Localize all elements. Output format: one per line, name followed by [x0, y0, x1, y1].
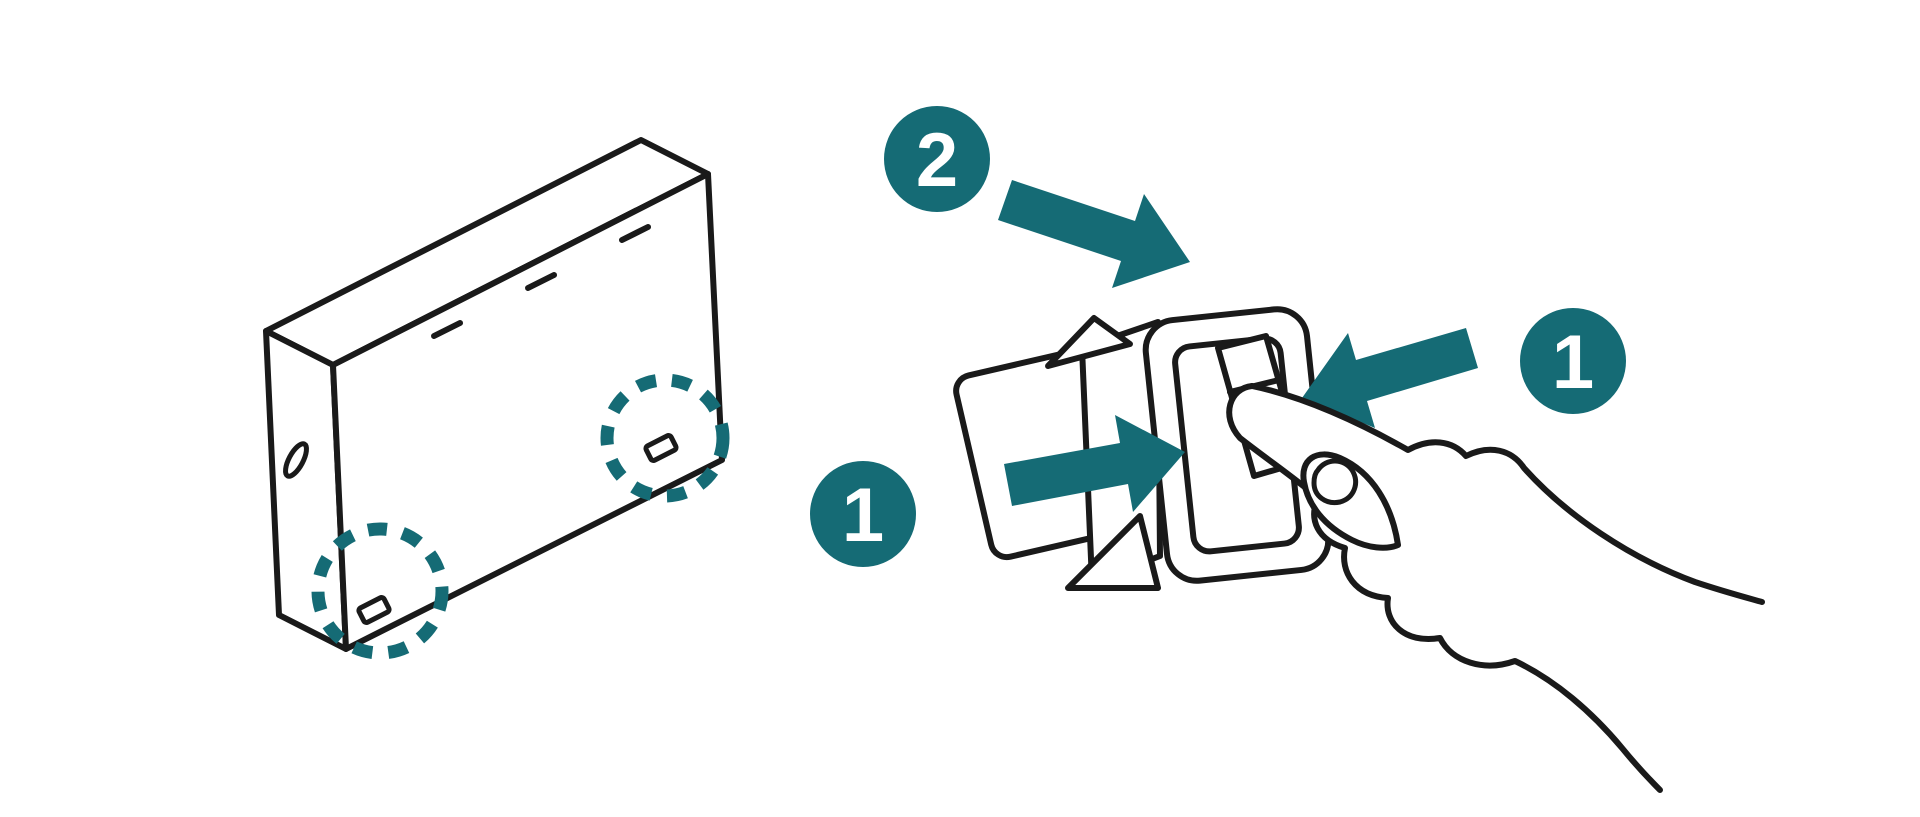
step-arrows	[998, 180, 1478, 512]
hand-top-outline	[1249, 383, 1765, 605]
step1-badge-left-circle	[810, 461, 916, 567]
step2-badge-circle	[884, 106, 990, 212]
box-seam-tick-3	[619, 224, 651, 243]
latch-closeup-illustration	[953, 306, 1332, 591]
packaging-box-illustration	[263, 137, 730, 660]
step2-badge: 2	[884, 106, 990, 212]
box-seam-tick-2	[525, 272, 557, 291]
cardboard-flap-top-corner	[1045, 315, 1133, 369]
step1-badge-left: 1	[810, 461, 916, 567]
box-seam-tick-1	[431, 320, 463, 339]
step2-badge-label: 2	[916, 118, 958, 203]
step2-slide-arrow	[998, 180, 1190, 288]
box-front-face	[330, 171, 725, 652]
box-latch-slot-right	[643, 433, 679, 463]
hand-illustration	[1226, 383, 1765, 793]
step1-badge-right: 1	[1520, 308, 1626, 414]
box-handle-slot	[283, 441, 309, 479]
hand-bottom-outline	[1226, 383, 1663, 793]
cardboard-flap-bottom-corner	[1065, 513, 1161, 591]
box-latch-slot-left	[356, 595, 392, 625]
latch-highlight-ring-right	[600, 373, 730, 503]
step1-press-arrow-left	[1004, 415, 1185, 512]
hand-silhouette	[1229, 386, 1762, 790]
latch-highlight-ring-left	[311, 522, 449, 660]
thumb-nail	[1311, 458, 1358, 506]
step1-badge-right-label: 1	[1552, 320, 1594, 405]
step1-badge-left-label: 1	[842, 473, 884, 558]
step1-badge-right-circle	[1520, 308, 1626, 414]
step-badges: 2 1 1	[810, 106, 1626, 567]
step1-press-arrow-right	[1302, 328, 1478, 428]
